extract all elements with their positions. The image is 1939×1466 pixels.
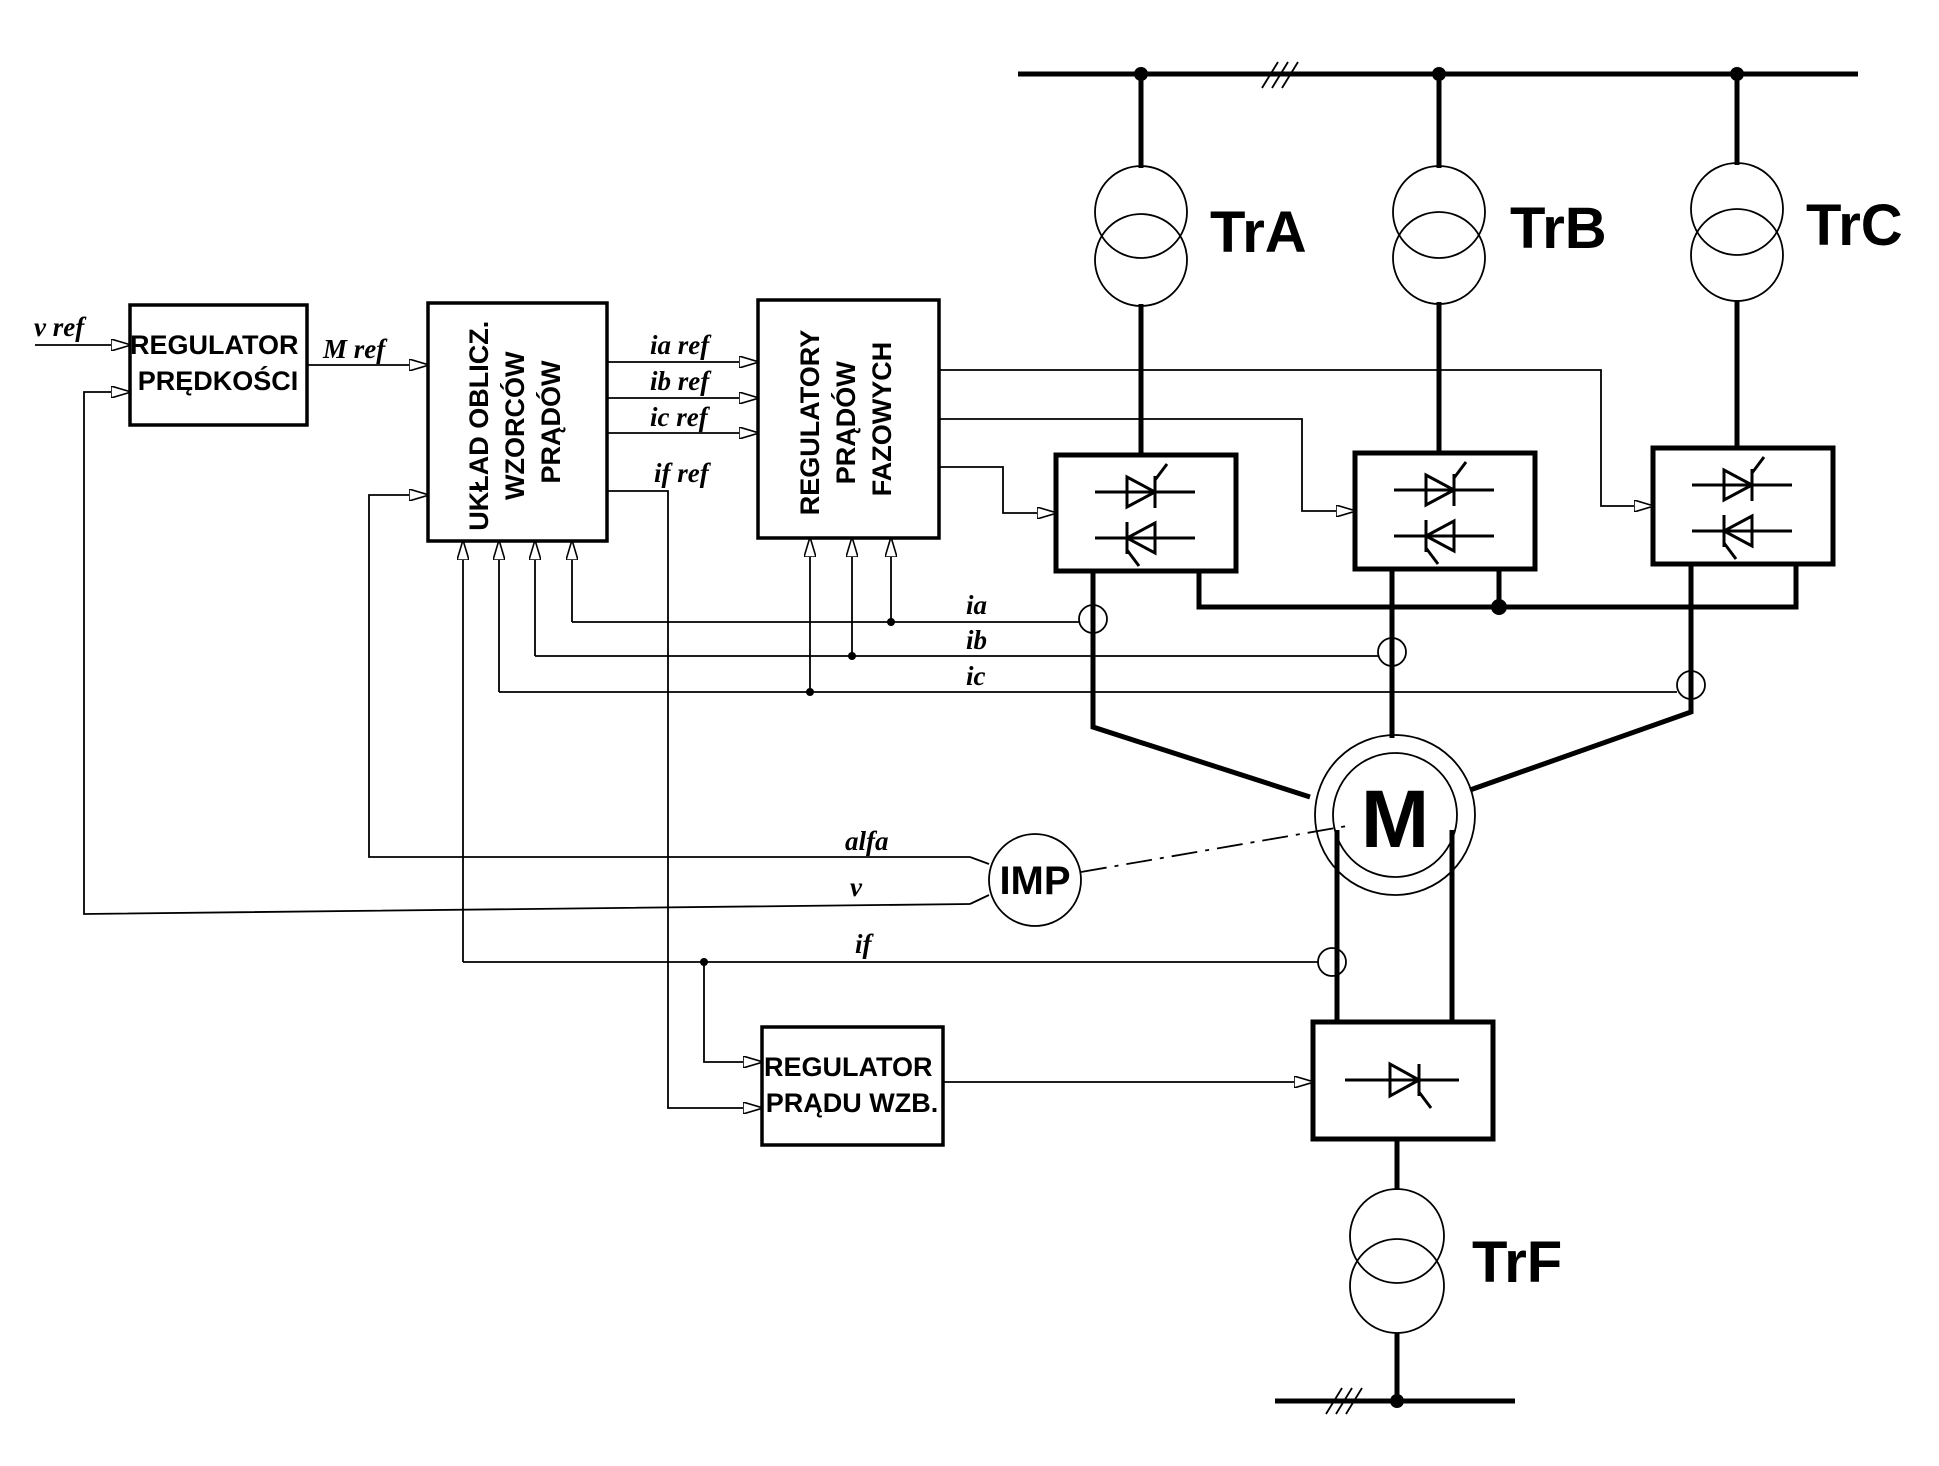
signal-if-ref: if ref — [654, 458, 712, 488]
reference-calc-block: UKŁAD OBLICZ. WZORCÓW PRĄDÓW — [426, 301, 609, 543]
speed-regulator-label: REGULATOR PRĘDKOŚCI — [130, 330, 306, 396]
phase-lines — [1090, 564, 1694, 800]
field-supply-bus — [1275, 1387, 1515, 1415]
field-regulator-label: REGULATOR PRĄDU WZB. — [764, 1052, 940, 1118]
signal-if: if — [855, 929, 875, 959]
transformer-f-label: TrF — [1472, 1230, 1562, 1295]
phase-regulators-label: REGULATORY PRĄDÓW FAZOWYCH — [795, 323, 897, 516]
transformer-c-label: TrC — [1806, 193, 1903, 258]
field-converter — [1310, 1019, 1496, 1142]
signal-labels: v ref M ref ia ref ib ref ic ref if ref … — [34, 312, 987, 959]
motor: M — [1314, 734, 1476, 896]
transformer-f: TrF — [1349, 1139, 1562, 1401]
signal-ib-ref: ib ref — [650, 366, 712, 396]
field-regulator-block: REGULATOR PRĄDU WZB. — [760, 1025, 945, 1147]
star-point — [1196, 564, 1799, 615]
signal-v: v — [850, 872, 863, 902]
speed-regulator-block: REGULATOR PRĘDKOŚCI — [128, 303, 309, 427]
signal-m-ref: M ref — [322, 334, 388, 364]
phase-regulators-block: REGULATORY PRĄDÓW FAZOWYCH — [756, 298, 941, 540]
transformer-a: TrA — [1094, 165, 1307, 307]
signal-wires — [35, 345, 1677, 1108]
motor-label: M — [1361, 774, 1429, 865]
transformer-a-label: TrA — [1210, 200, 1307, 265]
signal-ia: ia — [966, 590, 987, 620]
transformer-b: TrB — [1392, 165, 1607, 305]
encoder: IMP — [988, 825, 1348, 927]
reference-calc-label: UKŁAD OBLICZ. WZORCÓW PRĄDÓW — [464, 313, 566, 531]
field-leads — [1334, 830, 1455, 1022]
signal-v-ref: v ref — [34, 312, 87, 342]
converter-a — [1053, 452, 1239, 574]
encoder-label: IMP — [999, 859, 1070, 903]
signal-ia-ref: ia ref — [650, 330, 712, 360]
transformer-b-label: TrB — [1510, 196, 1607, 261]
signal-ic-ref: ic ref — [650, 402, 711, 432]
signal-alfa: alfa — [845, 826, 889, 856]
feeders — [1138, 74, 1740, 455]
converter-c — [1650, 445, 1836, 567]
converter-b — [1352, 450, 1538, 572]
signal-ic: ic — [966, 661, 986, 691]
signal-ib: ib — [966, 625, 987, 655]
transformer-c: TrC — [1690, 162, 1903, 302]
